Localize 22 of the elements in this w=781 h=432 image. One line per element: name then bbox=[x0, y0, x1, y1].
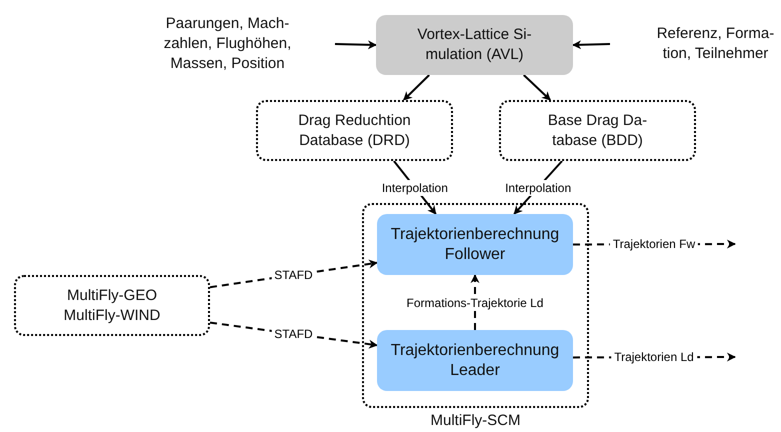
edge-label: Trajektorien Fw bbox=[610, 236, 698, 252]
arrow bbox=[403, 74, 430, 101]
box-text: Drag Reduchtion Database (DRD) bbox=[297, 110, 412, 150]
box-text: Trajektorienberechnung Leader bbox=[390, 340, 560, 380]
group-label: MultiFly-SCM bbox=[430, 411, 520, 431]
arrow bbox=[572, 40, 610, 50]
edge-label: Trajektorien Ld bbox=[611, 349, 697, 366]
arrow bbox=[523, 74, 551, 101]
box-text: Vortex-Lattice Si- mulation (AVL) bbox=[416, 25, 533, 65]
process-box bbox=[376, 15, 573, 75]
process-box bbox=[377, 330, 573, 391]
input-text: Referenz, Forma- tion, Teilnehmer bbox=[610, 14, 781, 74]
input-text: Paarungen, Mach- zahlen, Flughöhen, Massen, Position bbox=[145, 14, 335, 74]
database-box bbox=[499, 100, 696, 161]
database-box bbox=[256, 100, 453, 161]
box-text: Base Drag Da- tabase (BDD) bbox=[546, 110, 648, 150]
box-text: Trajektorienberechnung Follower bbox=[390, 224, 560, 264]
box-text: MultiFly-GEO bbox=[67, 286, 157, 306]
tool-box bbox=[14, 275, 210, 336]
process-box bbox=[377, 214, 573, 275]
arrow bbox=[334, 40, 377, 50]
box-text: MultiFly-WIND bbox=[64, 306, 160, 326]
